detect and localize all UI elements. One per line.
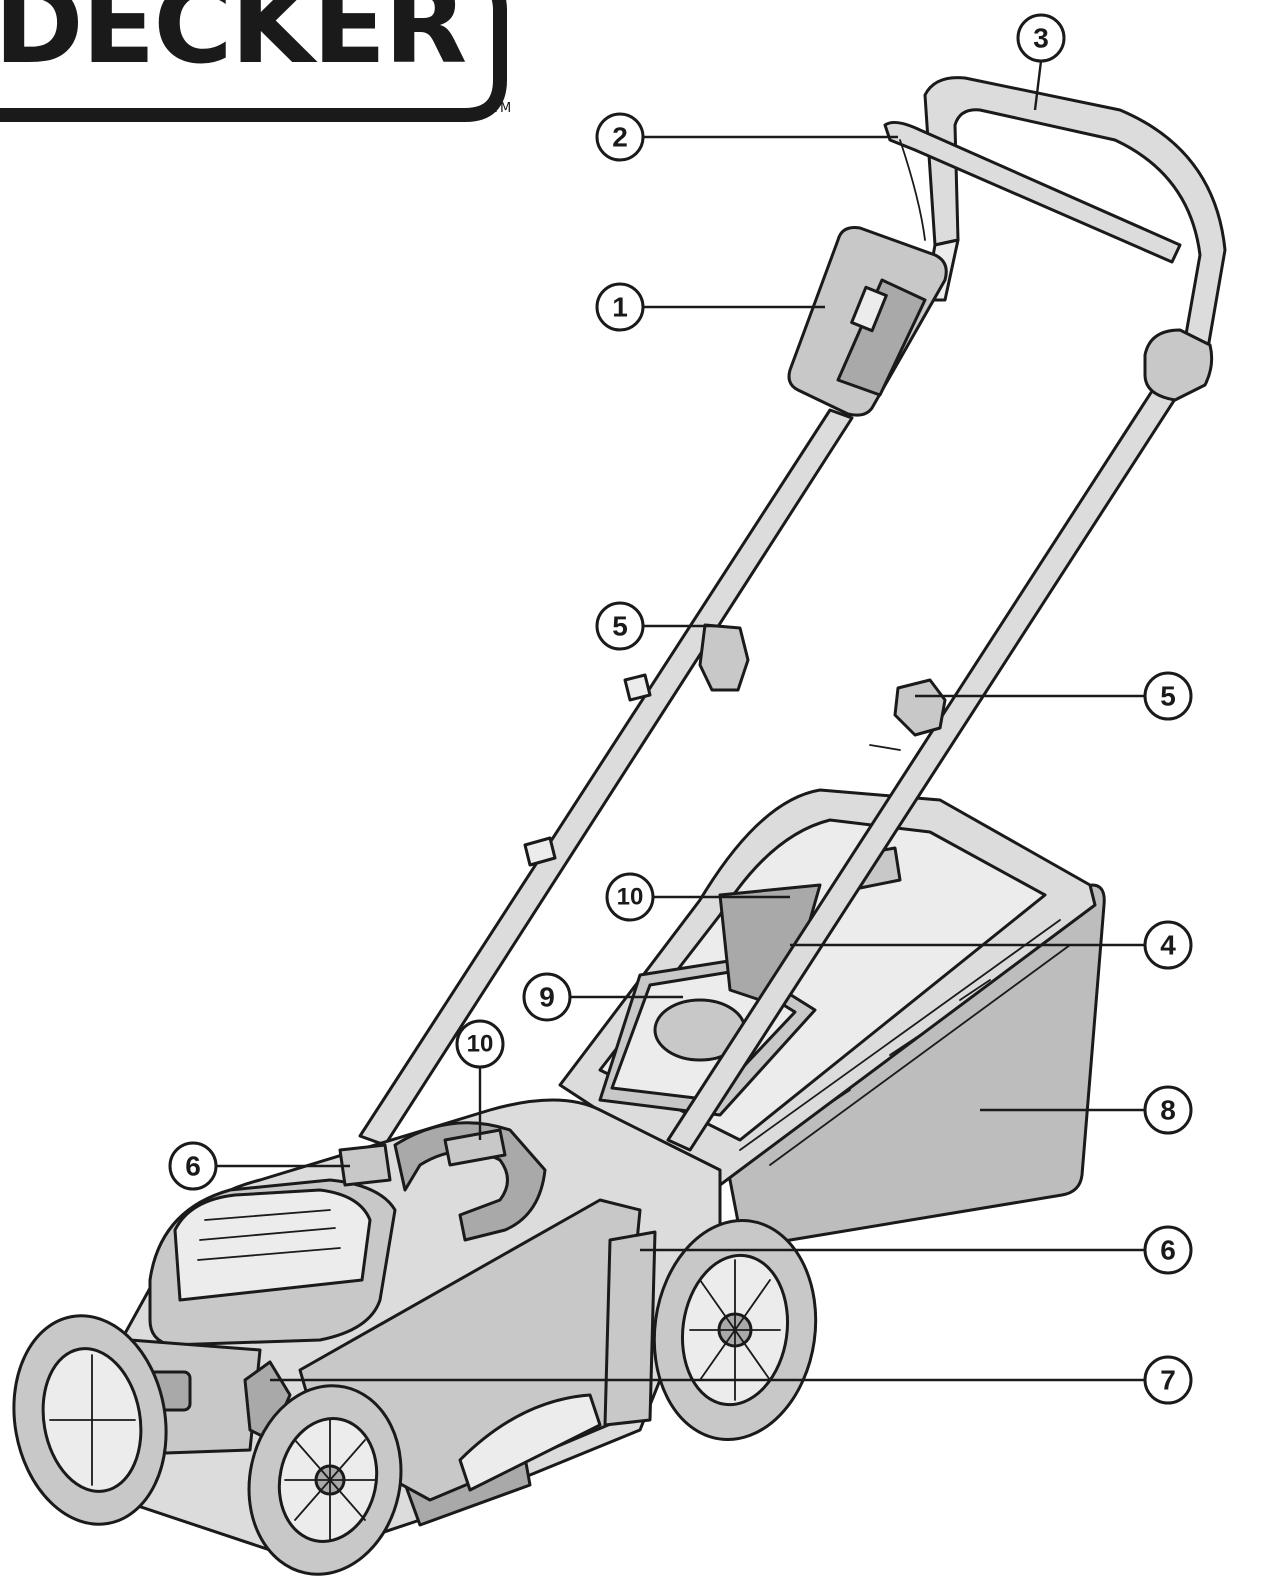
leader-lines xyxy=(217,60,1145,1382)
logo-text: DECKER xyxy=(0,0,465,88)
svg-text:9: 9 xyxy=(539,982,555,1013)
callout-6-left: 6 xyxy=(168,1141,218,1191)
brand-logo: DECKER TM xyxy=(0,0,511,122)
svg-text:5: 5 xyxy=(612,611,628,642)
svg-text:4: 4 xyxy=(1160,930,1176,961)
svg-text:7: 7 xyxy=(1160,1365,1176,1396)
callout-10-upper: 10 xyxy=(605,872,655,922)
callout-1: 1 xyxy=(595,282,645,332)
svg-text:5: 5 xyxy=(1160,681,1176,712)
grass-box xyxy=(558,788,1106,1247)
callout-3: 3 xyxy=(1016,13,1066,63)
callout-5-right: 5 xyxy=(1143,671,1193,721)
callouts: 3 2 1 5 5 10 4 9 xyxy=(168,13,1193,1405)
svg-text:6: 6 xyxy=(1160,1235,1176,1266)
svg-text:2: 2 xyxy=(612,122,628,153)
handle-assembly xyxy=(358,76,1227,1152)
callout-2: 2 xyxy=(595,112,645,162)
wheel-front-right xyxy=(247,1384,403,1576)
svg-text:3: 3 xyxy=(1033,23,1049,54)
callout-7: 7 xyxy=(1143,1355,1193,1405)
callout-4: 4 xyxy=(1143,920,1193,970)
callout-5-left: 5 xyxy=(595,601,645,651)
wheel-front-left xyxy=(12,1314,168,1526)
callout-10-lower: 10 xyxy=(455,1019,505,1069)
svg-text:8: 8 xyxy=(1160,1095,1176,1126)
wheels xyxy=(12,1219,818,1576)
callout-6-right: 6 xyxy=(1143,1225,1193,1275)
svg-text:1: 1 xyxy=(612,292,628,323)
svg-text:6: 6 xyxy=(185,1151,201,1182)
wheel-rear-right xyxy=(652,1219,818,1441)
callout-8: 8 xyxy=(1143,1085,1193,1135)
svg-text:10: 10 xyxy=(467,1031,494,1058)
svg-text:10: 10 xyxy=(617,884,644,911)
callout-9: 9 xyxy=(522,972,572,1022)
logo-trademark: TM xyxy=(491,101,511,116)
mower-body xyxy=(78,1098,722,1562)
